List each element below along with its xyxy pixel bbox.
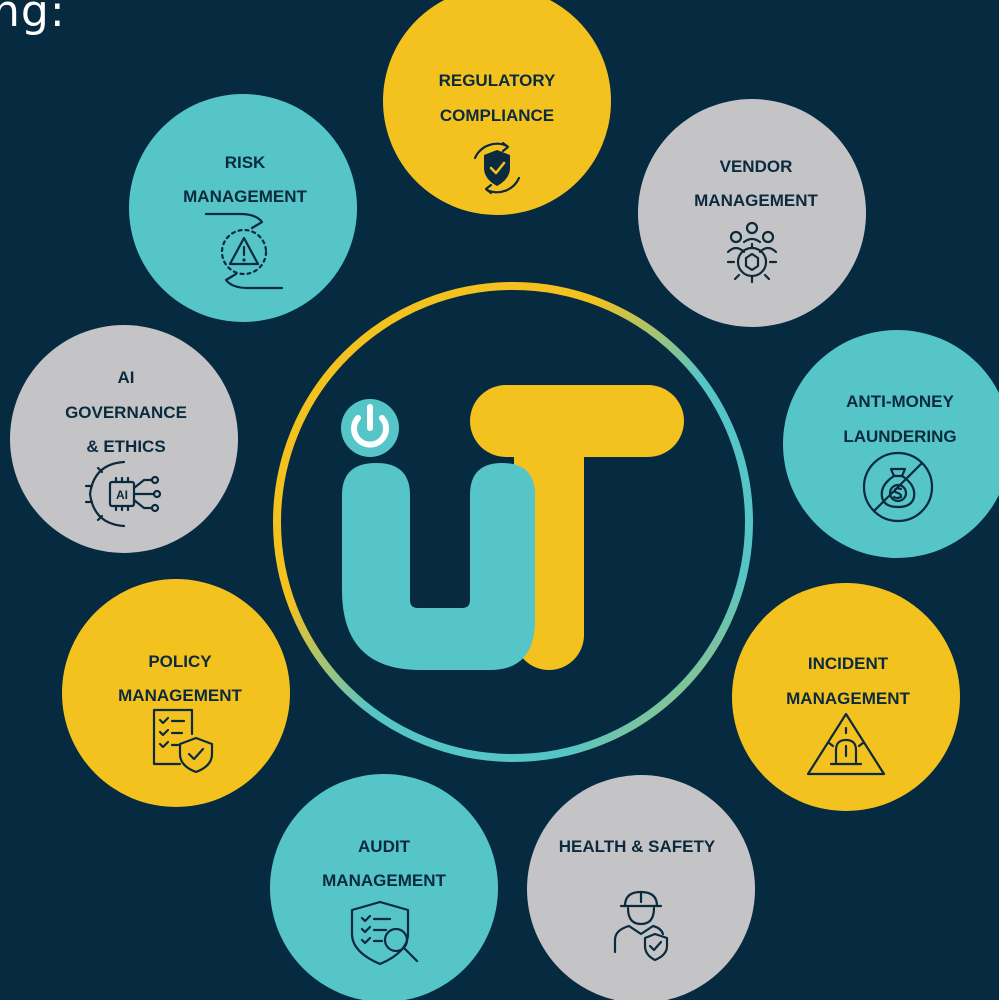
label-ai-2: GOVERNANCE [65,403,187,422]
label-risk-2: MANAGEMENT [183,187,307,206]
label-risk-1: RISK [225,153,266,172]
ai-chip-text: AI [116,488,128,502]
circle-policy-management: POLICY MANAGEMENT [62,579,290,807]
label-regulatory-compliance-1: REGULATORY [439,71,556,90]
label-ai-1: AI [118,368,135,387]
hands-warning-icon [204,212,284,290]
center-ring [273,282,753,762]
circle-ai-governance-ethics: AI GOVERNANCE & ETHICS AI [10,325,238,553]
checklist-shield-magnifier-icon [350,900,419,966]
shield-check-cycle-icon [473,141,521,195]
label-regulatory-compliance-2: COMPLIANCE [440,106,554,125]
label-incident-2: MANAGEMENT [786,689,910,708]
label-aml-1: ANTI-MONEY [846,392,954,411]
label-audit-1: AUDIT [358,837,411,856]
circle-vendor-management: VENDOR MANAGEMENT [638,99,866,327]
label-policy-2: MANAGEMENT [118,686,242,705]
label-policy-1: POLICY [148,652,212,671]
worker-shield-icon [613,890,669,962]
ai-chip-gear-icon: AI [84,460,162,528]
label-incident-1: INCIDENT [808,654,889,673]
people-gear-icon [726,221,778,284]
ut-logo [341,385,684,670]
alarm-warning-icon [806,712,886,776]
no-money-bag-icon [862,451,934,523]
label-health-safety: HEALTH & SAFETY [559,837,716,856]
label-ai-3: & ETHICS [86,437,165,456]
circle-risk-management: RISK MANAGEMENT [129,94,357,322]
label-vendor-management-1: VENDOR [720,157,793,176]
label-audit-2: MANAGEMENT [322,871,446,890]
logo-u [342,463,535,670]
heading-fragment: ng: [0,0,66,37]
circle-regulatory-compliance: REGULATORY COMPLIANCE [383,0,611,215]
power-icon [341,399,399,457]
document-shield-icon [152,708,214,774]
circle-incident-management: INCIDENT MANAGEMENT [732,583,960,811]
circle-audit-management: AUDIT MANAGEMENT [270,774,498,1000]
label-aml-2: LAUNDERING [843,427,956,446]
label-vendor-management-2: MANAGEMENT [694,191,818,210]
circle-health-safety: HEALTH & SAFETY [527,775,755,1000]
circle-anti-money-laundering: ANTI-MONEY LAUNDERING [783,330,999,558]
